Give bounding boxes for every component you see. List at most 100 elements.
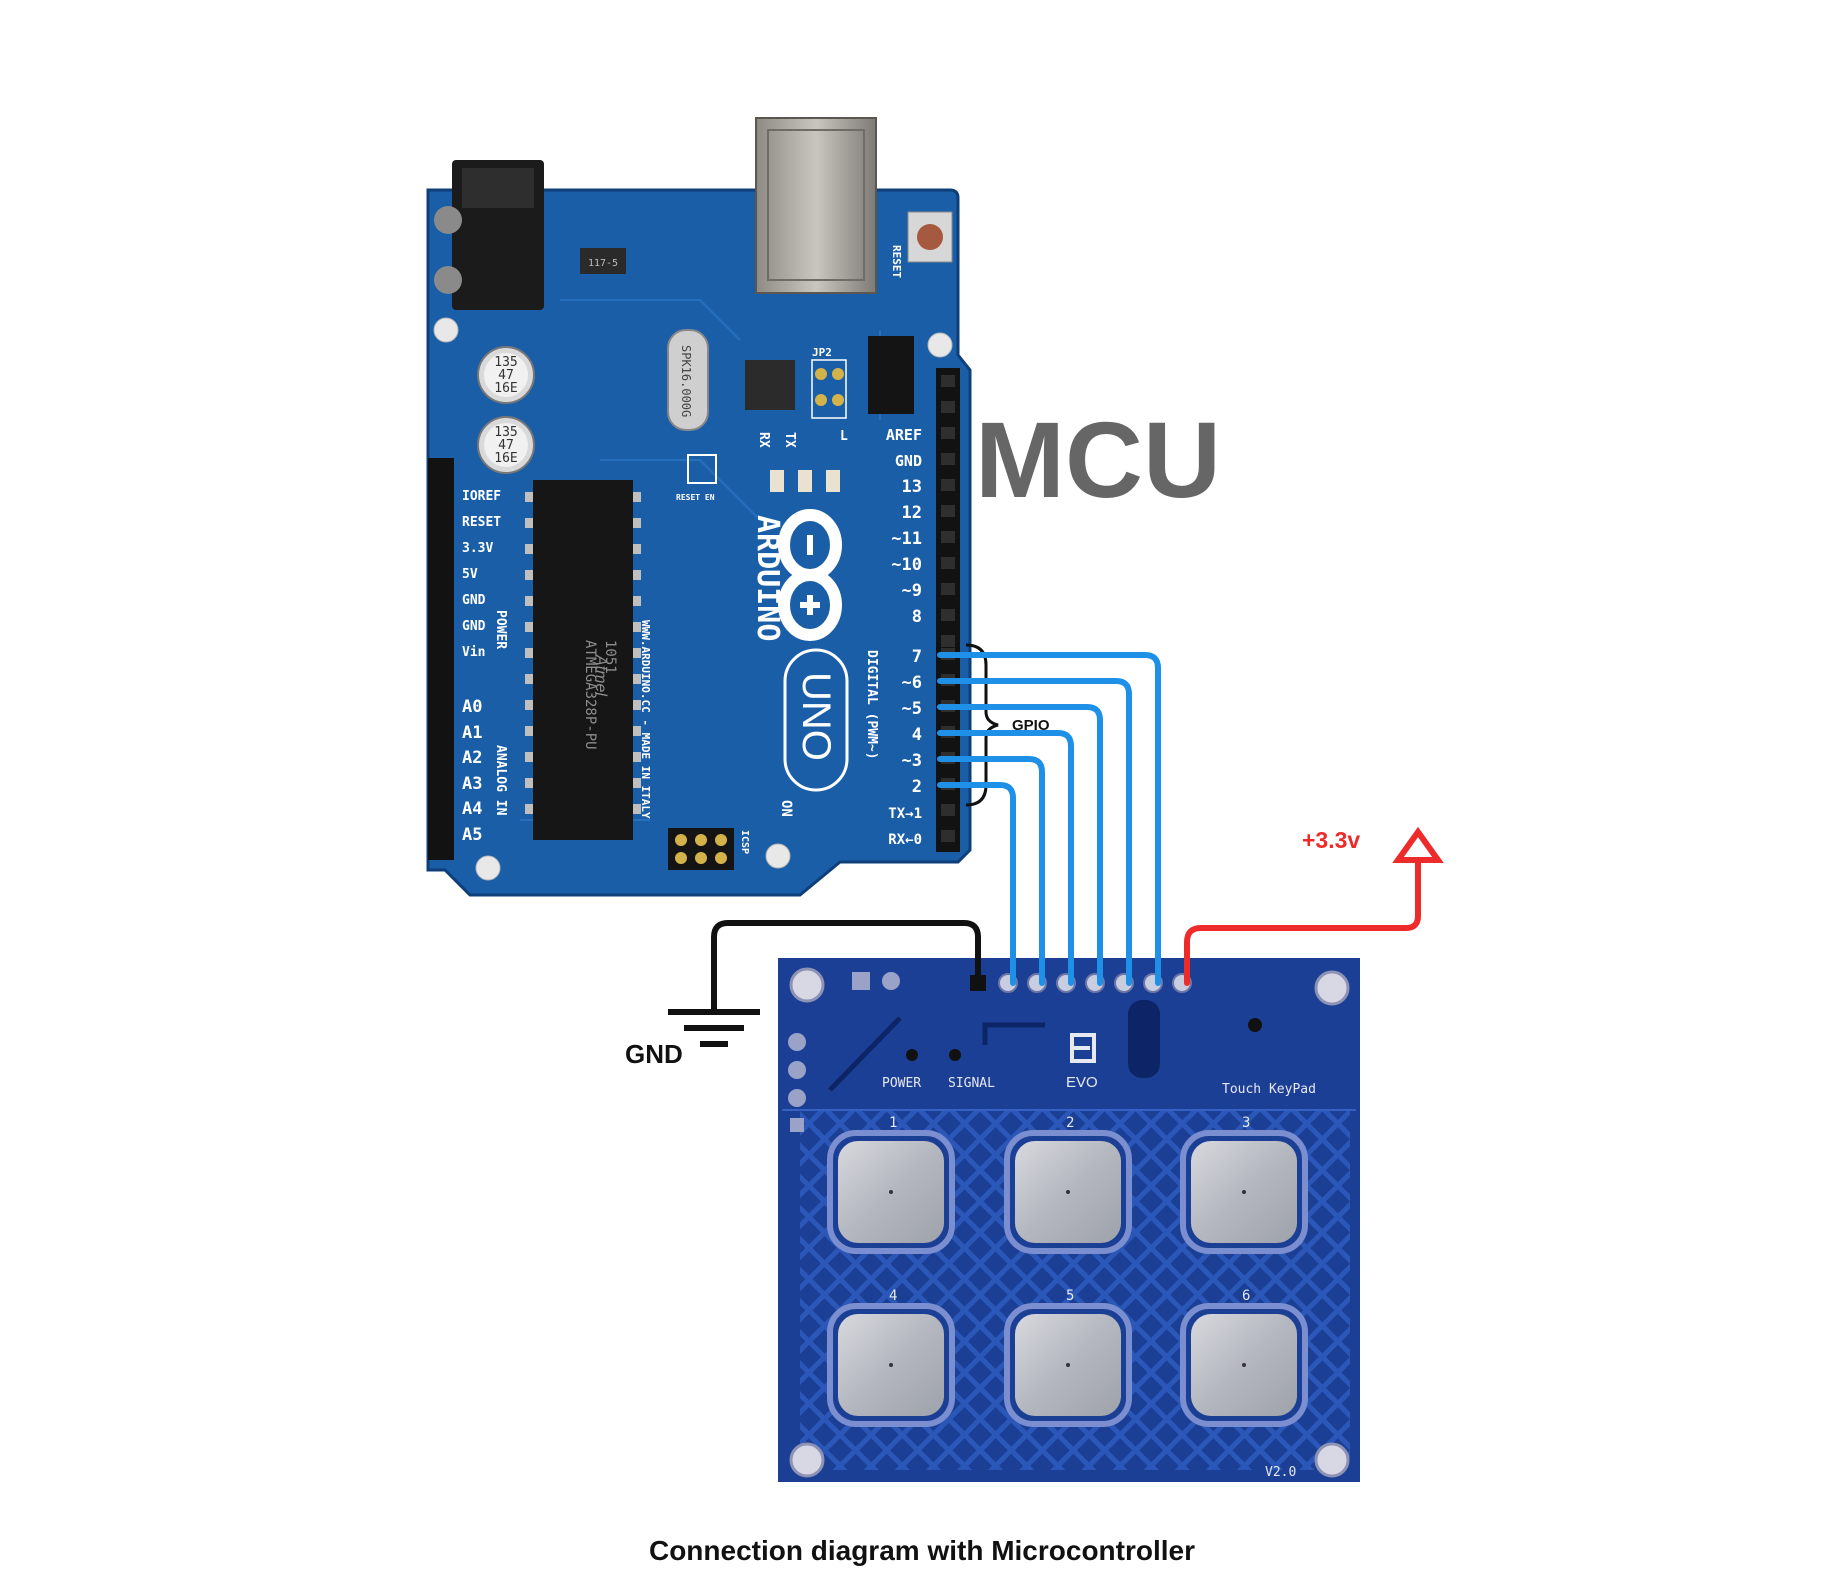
svg-text:~10: ~10 [891, 555, 922, 575]
svg-text:DIGITAL (PWM~): DIGITAL (PWM~) [864, 650, 879, 760]
keypad-title: Touch KeyPad [1222, 1082, 1316, 1097]
touch-key: 2 [1004, 1115, 1132, 1254]
crystal-oscillator: SPK16.000G [667, 329, 709, 431]
svg-text:RESET EN: RESET EN [676, 493, 715, 502]
svg-text:SPK16.000G: SPK16.000G [679, 345, 693, 417]
svg-text:WWW.ARDUINO.CC - MADE IN ITALY: WWW.ARDUINO.CC - MADE IN ITALY [639, 620, 652, 819]
svg-text:12: 12 [902, 503, 922, 523]
svg-text:ANALOG IN: ANALOG IN [493, 745, 508, 816]
atmega-chip: Atmel 1051 ATMEGA328P-PU [525, 480, 641, 840]
mounting-hole [927, 332, 953, 358]
svg-text:3: 3 [1242, 1115, 1250, 1131]
vcc-wire: +3.3v [1184, 826, 1444, 986]
svg-text:47: 47 [498, 438, 514, 453]
voltage-regulator: 117-5 [580, 248, 626, 274]
svg-text:2: 2 [912, 777, 922, 797]
touch-keypad-board: POWER SIGNAL EVO Touch KeyPad V2.0 1 2 [778, 958, 1360, 1482]
mounting-hole [765, 843, 791, 869]
gpio-wires [937, 652, 1161, 986]
svg-text:6: 6 [1242, 1288, 1250, 1304]
svg-text:16E: 16E [494, 451, 517, 466]
digital-top-labels: AREF GND 13 12 ~11 ~10 ~9 8 [886, 426, 922, 627]
mounting-hole [1314, 970, 1350, 1006]
uno-badge: UNO [783, 648, 849, 792]
svg-text:1: 1 [889, 1115, 897, 1131]
icsp-header: ICSP [668, 828, 750, 870]
electrolytic-capacitor: 135 47 16E [477, 416, 535, 474]
mounting-hole [475, 855, 501, 881]
usb-interface-chip [745, 360, 795, 410]
svg-text:L: L [840, 429, 848, 444]
touch-key: 3 [1180, 1115, 1308, 1254]
mounting-hole [433, 317, 459, 343]
svg-text:2: 2 [1066, 1115, 1074, 1131]
svg-text:A5: A5 [462, 825, 482, 845]
analog-header-labels: A0 A1 A2 A3 A4 A5 ANALOG IN [462, 697, 508, 845]
svg-text:Atmel: Atmel [592, 654, 609, 696]
svg-text:16E: 16E [494, 381, 517, 396]
ground-symbol-icon [668, 1009, 760, 1047]
gpio-brace: GPIO [965, 643, 1050, 807]
power-led-label: POWER [882, 1076, 921, 1091]
svg-text:3.3V: 3.3V [462, 541, 493, 556]
digital-bottom-labels: 7 ~6 ~5 4 ~3 2 TX→1 RX←0 [888, 647, 922, 848]
svg-text:UNO: UNO [794, 672, 838, 761]
svg-text:A0: A0 [462, 697, 482, 717]
svg-text:GND: GND [895, 452, 922, 470]
svg-text:POWER: POWER [493, 610, 508, 649]
svg-text:IOREF: IOREF [462, 489, 501, 504]
electrolytic-capacitor: 135 47 16E [477, 346, 535, 404]
usb-b-connector [755, 117, 877, 294]
power-header-labels: IOREF RESET 3.3V 5V GND GND Vin POWER [462, 489, 508, 660]
svg-text:TX→1: TX→1 [888, 806, 922, 822]
svg-text:13: 13 [902, 477, 922, 497]
gnd-wire: GND [625, 920, 981, 1069]
svg-text:RESET: RESET [890, 245, 903, 278]
svg-text:RX: RX [756, 432, 771, 448]
svg-text:A3: A3 [462, 774, 482, 794]
touch-key: 6 [1180, 1288, 1308, 1427]
mounting-hole [1314, 1442, 1350, 1478]
arduino-uno-board: RESET 135 47 16E 135 47 16E 117-5 SPK16.… [426, 117, 972, 897]
signal-led-label: SIGNAL [948, 1076, 995, 1091]
gnd-label: GND [625, 1039, 683, 1069]
svg-text:47: 47 [498, 368, 514, 383]
svg-text:5: 5 [1066, 1288, 1074, 1304]
mounting-hole [789, 1442, 825, 1478]
svg-text:~5: ~5 [902, 699, 922, 719]
svg-text:~3: ~3 [902, 751, 922, 771]
keypad-version: V2.0 [1265, 1465, 1296, 1480]
touch-key: 4 [827, 1288, 955, 1427]
svg-text:Vin: Vin [462, 645, 485, 660]
status-leds: RX TX L [756, 429, 848, 492]
svg-text:AREF: AREF [886, 426, 922, 444]
svg-text:4: 4 [889, 1288, 897, 1304]
svg-text:1051: 1051 [602, 640, 618, 674]
svg-text:JP2: JP2 [812, 346, 832, 359]
svg-text:4: 4 [912, 725, 922, 745]
svg-text:EVO: EVO [1066, 1074, 1098, 1091]
svg-text:GND: GND [462, 593, 486, 608]
mounting-hole [789, 967, 825, 1003]
evo-logo: EVO [1066, 1033, 1098, 1091]
svg-text:ON: ON [778, 800, 794, 817]
svg-text:~11: ~11 [891, 529, 922, 549]
svg-text:ICSP: ICSP [739, 830, 750, 854]
power-analog-header [428, 458, 454, 860]
mcu-label: MCU [975, 399, 1221, 520]
svg-text:RX←0: RX←0 [888, 832, 922, 848]
svg-text:GND: GND [462, 619, 486, 634]
reset-enable-jumper: RESET EN [676, 454, 717, 502]
svg-text:7: 7 [912, 647, 922, 667]
svg-text:ARDUINO: ARDUINO [750, 515, 785, 641]
arduino-logo: ARDUINO [750, 509, 842, 641]
touch-key: 5 [1004, 1288, 1132, 1427]
svg-text:~6: ~6 [902, 673, 922, 693]
svg-text:8: 8 [912, 607, 922, 627]
svg-text:A2: A2 [462, 748, 482, 768]
reset-button: RESET [890, 211, 953, 278]
vcc-arrow-icon [1392, 826, 1444, 863]
svg-text:TX: TX [782, 432, 797, 448]
svg-text:5V: 5V [462, 567, 478, 582]
